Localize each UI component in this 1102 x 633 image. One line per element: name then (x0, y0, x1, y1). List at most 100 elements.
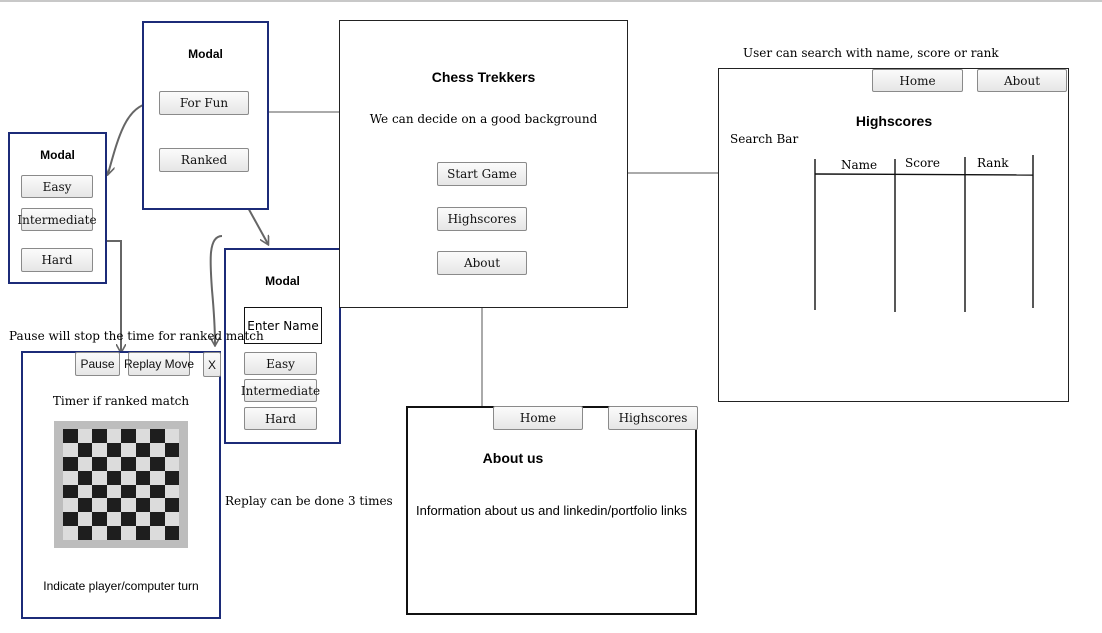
board-square[interactable] (63, 442, 78, 457)
board-square[interactable] (77, 429, 92, 443)
board-square[interactable] (121, 498, 136, 513)
board-square[interactable] (63, 429, 78, 443)
board-square[interactable] (92, 456, 107, 471)
modal-ranked-entry: Modal Enter Name Easy Intermediate Hard (224, 248, 341, 444)
intermediate-button[interactable]: Intermediate (241, 379, 320, 402)
board-square[interactable] (135, 470, 150, 485)
board-square[interactable] (150, 498, 165, 513)
board-square[interactable] (63, 498, 78, 513)
board-square[interactable] (135, 442, 150, 457)
board-square[interactable] (121, 484, 136, 499)
board-square[interactable] (121, 429, 136, 443)
board-square[interactable] (135, 484, 150, 499)
ranked-button[interactable]: Ranked (159, 148, 249, 172)
board-square[interactable] (77, 498, 92, 513)
board-square[interactable] (135, 498, 150, 513)
board-square[interactable] (63, 526, 78, 540)
hard-button[interactable]: Hard (244, 407, 317, 430)
board-square[interactable] (164, 498, 179, 513)
board-square[interactable] (150, 470, 165, 485)
board-square[interactable] (106, 470, 121, 485)
board-square[interactable] (92, 526, 107, 540)
board-square[interactable] (77, 526, 92, 540)
home-button[interactable]: Home (872, 69, 963, 92)
board-square[interactable] (92, 442, 107, 457)
board-square[interactable] (92, 498, 107, 513)
close-button[interactable]: X (203, 352, 221, 377)
replay-move-button[interactable]: Replay Move (124, 352, 194, 376)
board-square[interactable] (135, 512, 150, 527)
board-square[interactable] (164, 429, 179, 443)
board-square[interactable] (121, 442, 136, 457)
highscores-button[interactable]: Highscores (437, 207, 527, 231)
board-square[interactable] (92, 484, 107, 499)
board-square[interactable] (121, 512, 136, 527)
about-info: Information about us and linkedin/portfo… (416, 503, 687, 518)
board-square[interactable] (135, 526, 150, 540)
about-button[interactable]: About (977, 69, 1067, 92)
background-note: We can decide on a good background (369, 112, 598, 126)
highscores-button[interactable]: Highscores (608, 406, 698, 430)
arrow-modal-to-game (209, 235, 223, 345)
intermediate-button[interactable]: Intermediate (17, 208, 97, 231)
easy-button[interactable]: Easy (244, 352, 317, 375)
board-square[interactable] (77, 442, 92, 457)
board-square[interactable] (164, 512, 179, 527)
board-square[interactable] (135, 456, 150, 471)
board-square[interactable] (150, 429, 165, 443)
about-button[interactable]: About (437, 251, 527, 275)
easy-button[interactable]: Easy (21, 175, 93, 198)
column-header-score: Score (905, 156, 941, 170)
board-square[interactable] (92, 429, 107, 443)
board-square[interactable] (63, 470, 78, 485)
chess-board-squares[interactable] (63, 429, 179, 540)
board-square[interactable] (77, 470, 92, 485)
board-square[interactable] (121, 470, 136, 485)
board-square[interactable] (106, 429, 121, 443)
table-header-rule (814, 173, 1034, 176)
for-fun-button[interactable]: For Fun (159, 91, 249, 115)
modal-title: Modal (265, 274, 300, 288)
board-square[interactable] (121, 456, 136, 471)
arrow-hard-to-game (107, 240, 121, 352)
board-square[interactable] (150, 512, 165, 527)
hard-button[interactable]: Hard (21, 248, 93, 272)
board-square[interactable] (164, 526, 179, 540)
board-square[interactable] (150, 484, 165, 499)
start-game-button[interactable]: Start Game (437, 162, 527, 186)
board-square[interactable] (135, 429, 150, 443)
board-square[interactable] (106, 512, 121, 527)
name-input[interactable]: Enter Name (244, 307, 322, 344)
modal-difficulty: Modal Easy Intermediate Hard (8, 132, 107, 284)
board-square[interactable] (106, 526, 121, 540)
board-square[interactable] (63, 484, 78, 499)
board-square[interactable] (121, 526, 136, 540)
board-square[interactable] (150, 442, 165, 457)
board-square[interactable] (106, 456, 121, 471)
page-title: About us (482, 450, 544, 466)
board-square[interactable] (106, 442, 121, 457)
board-square[interactable] (150, 456, 165, 471)
board-square[interactable] (77, 512, 92, 527)
board-square[interactable] (164, 484, 179, 499)
board-square[interactable] (164, 456, 179, 471)
board-square[interactable] (164, 470, 179, 485)
board-square[interactable] (150, 526, 165, 540)
board-square[interactable] (106, 484, 121, 499)
board-square[interactable] (164, 442, 179, 457)
about-screen: About us Information about us and linked… (406, 406, 697, 615)
pause-button[interactable]: Pause (75, 352, 120, 376)
board-square[interactable] (63, 456, 78, 471)
search-bar[interactable]: Search Bar (730, 132, 799, 146)
board-square[interactable] (77, 456, 92, 471)
board-square[interactable] (106, 498, 121, 513)
home-button[interactable]: Home (493, 406, 583, 430)
chess-board[interactable] (54, 421, 188, 548)
board-square[interactable] (92, 470, 107, 485)
modal-title: Modal (40, 148, 75, 162)
plain-connectors (268, 111, 719, 406)
board-square[interactable] (77, 484, 92, 499)
board-square[interactable] (63, 512, 78, 527)
board-square[interactable] (92, 512, 107, 527)
